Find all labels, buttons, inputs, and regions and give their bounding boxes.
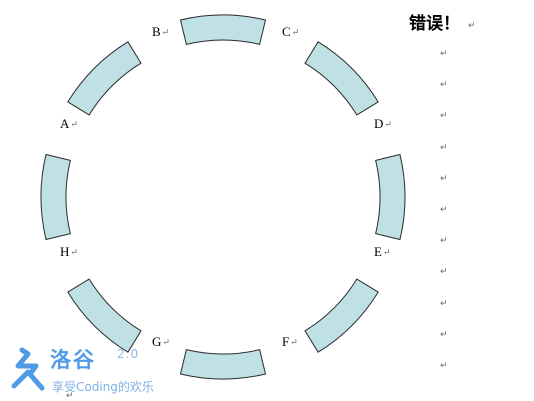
paragraph-return-icon: ↵ <box>440 49 448 59</box>
ring-segment-top <box>179 14 267 45</box>
logo-slogan: 享受Coding的欢乐 <box>52 380 154 394</box>
logo-name: 洛谷 <box>50 348 96 372</box>
logo-version: 2.0 <box>117 347 140 361</box>
ring-segment-lower-left <box>67 278 142 353</box>
ring-segment-upper-left <box>67 41 142 116</box>
luogu-logo: 洛谷 2.0 享受Coding的欢乐 <box>8 344 178 398</box>
paragraph-return-icon: ↵ <box>440 80 448 91</box>
node-label-b: B↵ <box>152 24 170 39</box>
node-label-c: C↵ <box>282 24 300 39</box>
node-label-e: E↵ <box>374 244 391 259</box>
paragraph-return-icon: ↵ <box>440 205 448 215</box>
paragraph-return-icon: ↵ <box>440 329 448 340</box>
error-title: 错误！↵ <box>409 14 476 34</box>
ring-segments <box>40 14 406 380</box>
paragraph-return-icon: ↵ <box>440 361 448 371</box>
paragraph-return-icon: ↵ <box>440 236 448 247</box>
paragraph-return-icon: ↵ <box>440 298 448 309</box>
paragraph-return-icon: ↵ <box>440 267 448 278</box>
node-label-d: D↵ <box>374 116 392 131</box>
ring-segment-left <box>40 153 71 241</box>
ring-segment-bottom <box>179 349 267 380</box>
paragraph-return-icon: ↵ <box>440 111 448 122</box>
ring-segment-upper-right <box>304 41 379 116</box>
paragraph-return-icon: ↵ <box>440 142 448 153</box>
node-label-a: A↵ <box>60 116 78 131</box>
luogu-logo-icon <box>11 347 45 391</box>
paragraph-return-icon: ↵ <box>440 173 448 184</box>
node-label-g: G↵ <box>152 334 170 349</box>
ring-segment-right <box>375 153 406 241</box>
node-label-h: H↵ <box>60 244 78 259</box>
paragraph-return-icon: ↵ <box>66 391 74 401</box>
ring-segment-lower-right <box>304 278 379 353</box>
node-label-f: F↵ <box>282 334 298 349</box>
